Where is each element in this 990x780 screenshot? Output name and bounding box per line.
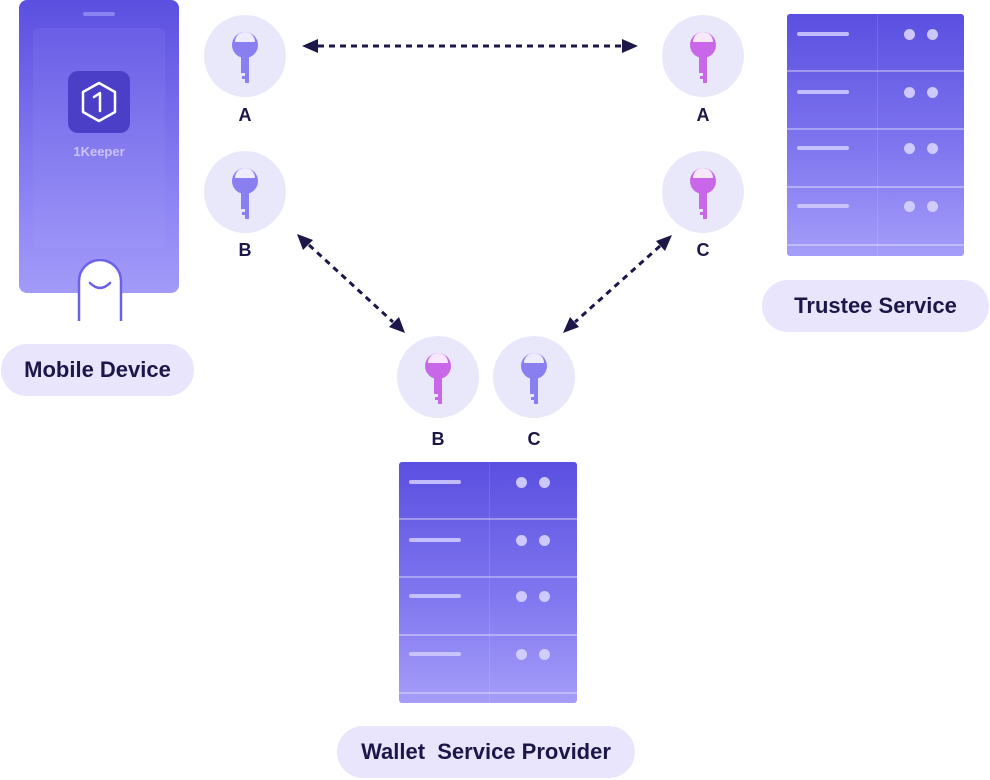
trustee-service-label: Trustee Service <box>762 280 989 332</box>
arrow-head <box>389 317 405 333</box>
key-b-wallet <box>397 336 479 418</box>
key-icon <box>690 168 716 219</box>
key-icon <box>425 353 451 404</box>
wallet-service-provider-label: Wallet Service Provider <box>337 726 635 778</box>
key-c-wallet <box>493 336 575 418</box>
key-icon <box>232 168 258 219</box>
mobile-device-label: Mobile Device <box>1 344 194 396</box>
key-a-trustee <box>662 15 744 97</box>
trustee-server <box>787 14 964 256</box>
arrow-head <box>563 317 579 333</box>
key-b-mobile <box>204 151 286 233</box>
key-icon <box>521 353 547 404</box>
key-label: A <box>238 105 252 125</box>
key-icon <box>232 32 258 83</box>
key-label: B <box>431 429 445 449</box>
finger-icon <box>77 259 123 321</box>
key-label: B <box>238 240 252 260</box>
arrow-c-line <box>574 244 661 324</box>
key-icon <box>690 32 716 83</box>
arrow-head <box>302 39 318 53</box>
key-label: A <box>696 105 710 125</box>
arrow-head <box>622 39 638 53</box>
wallet-server <box>399 462 577 703</box>
phone-screen <box>33 28 165 248</box>
key-a-mobile <box>204 15 286 97</box>
arrow-b-line <box>307 243 395 324</box>
key-label: C <box>527 429 541 449</box>
app-name: 1Keeper <box>73 144 125 159</box>
arrow-head <box>297 234 313 250</box>
key-label: C <box>696 240 710 260</box>
mobile-device: 1Keeper <box>19 0 179 293</box>
arrow-head <box>656 235 672 251</box>
key-c-trustee <box>662 151 744 233</box>
app-logo-icon <box>68 71 130 133</box>
phone-speaker <box>83 12 115 16</box>
